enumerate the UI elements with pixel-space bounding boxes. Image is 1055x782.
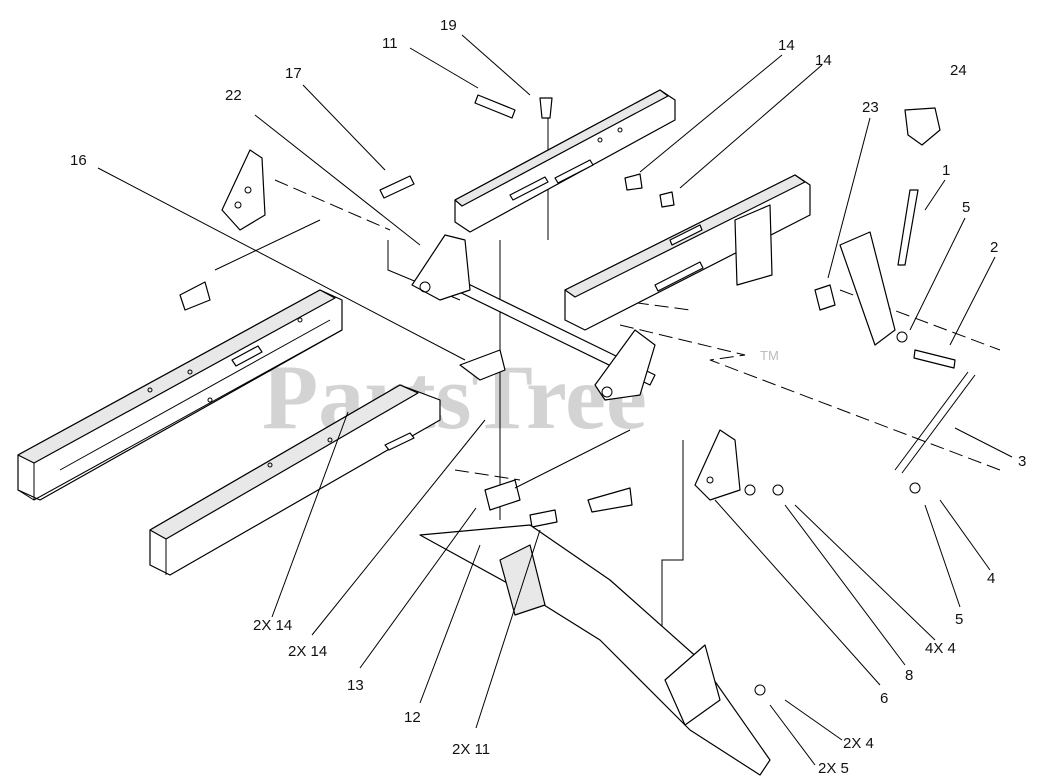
callout-3: 3	[1018, 453, 1026, 470]
callout-4: 4	[987, 570, 995, 587]
callout-17: 17	[285, 65, 302, 82]
cross-shaft	[411, 234, 656, 401]
callout-12: 12	[404, 709, 421, 726]
callout-2x5: 2X 5	[818, 760, 849, 777]
callout-2x11: 2X 11	[452, 741, 490, 758]
watermark-trademark: TM	[760, 348, 779, 363]
callouts: 19 11 17 22 16 14 14 24 23 1 5 2 3 4 5 4…	[70, 17, 1026, 777]
callout-2x14-left: 2X 14	[253, 617, 292, 634]
left-frame-rail	[17, 289, 343, 501]
leader-lines	[97, 34, 1013, 766]
callout-2x4: 2X 4	[843, 735, 874, 752]
lift-lever	[814, 107, 956, 369]
callout-13: 13	[347, 677, 364, 694]
callout-4x4: 4X 4	[925, 640, 956, 657]
upper-channel	[454, 89, 676, 233]
callout-19: 19	[440, 17, 457, 34]
callout-6: 6	[880, 690, 888, 707]
callout-1: 1	[942, 162, 950, 179]
callout-8: 8	[905, 667, 913, 684]
callout-14-lower: 14	[815, 52, 832, 69]
callout-5-lower: 5	[955, 611, 963, 628]
link-rod	[744, 371, 976, 696]
right-channel	[564, 174, 811, 331]
callout-23: 23	[862, 99, 879, 116]
callout-2x14-right: 2X 14	[288, 643, 327, 660]
callout-5-upper: 5	[962, 199, 970, 216]
callout-16: 16	[70, 152, 87, 169]
callout-14-upper: 14	[778, 37, 795, 54]
callout-11: 11	[382, 35, 398, 52]
callout-24: 24	[950, 62, 967, 79]
small-parts	[179, 94, 741, 528]
deck-support-arm	[419, 524, 771, 776]
callout-2: 2	[990, 239, 998, 256]
callout-22: 22	[225, 87, 242, 104]
right-frame-rail	[149, 384, 441, 576]
